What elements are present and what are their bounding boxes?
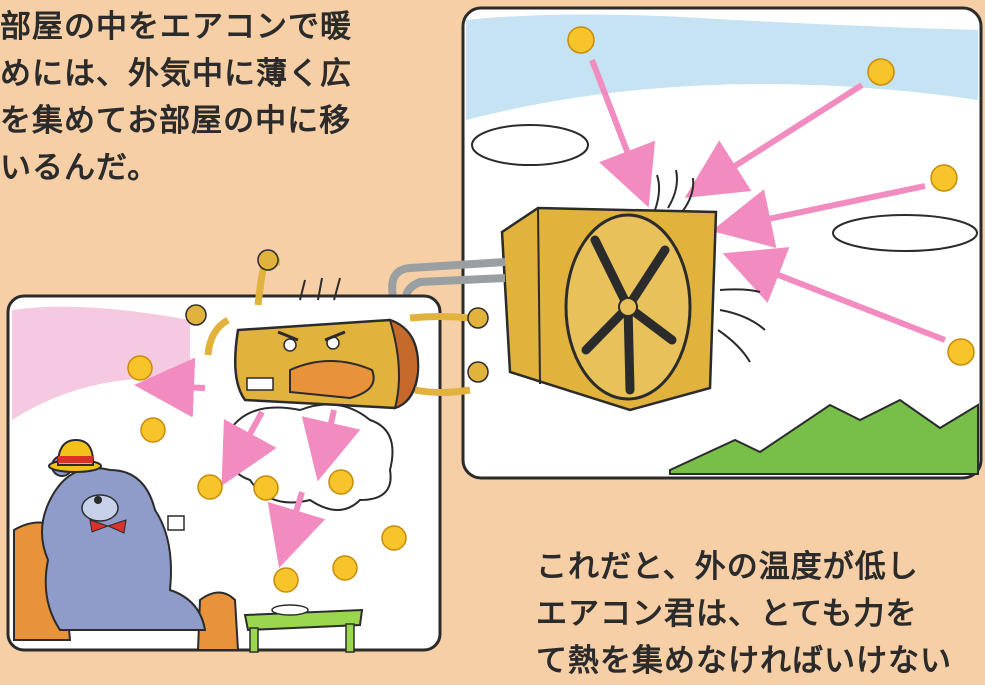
top-text-line: めには、外気中に薄く広 bbox=[0, 56, 352, 92]
bottom-text-line: これだと、外の温度が低し bbox=[536, 549, 919, 585]
bottom-text-line: エアコン君は、とても力を bbox=[536, 596, 918, 632]
bottom-text-line: て熱を集めなければいけない bbox=[536, 643, 952, 679]
bottom-text-block: これだと、外の温度が低し エアコン君は、とても力を て熱を集めなければいけない bbox=[536, 544, 985, 685]
indoor-ac-unit bbox=[185, 249, 489, 410]
top-text-line: 部屋の中をエアコンで暖 bbox=[0, 9, 352, 45]
illustration bbox=[6, 6, 983, 653]
top-text-line: いるんだ。 bbox=[0, 150, 160, 186]
top-text-line: を集めてお部屋の中に移 bbox=[0, 103, 352, 139]
outdoor-panel bbox=[461, 6, 983, 480]
top-text-block: 部屋の中をエアコンで暖 めには、外気中に薄く広 を集めてお部屋の中に移 いるんだ… bbox=[0, 4, 420, 192]
